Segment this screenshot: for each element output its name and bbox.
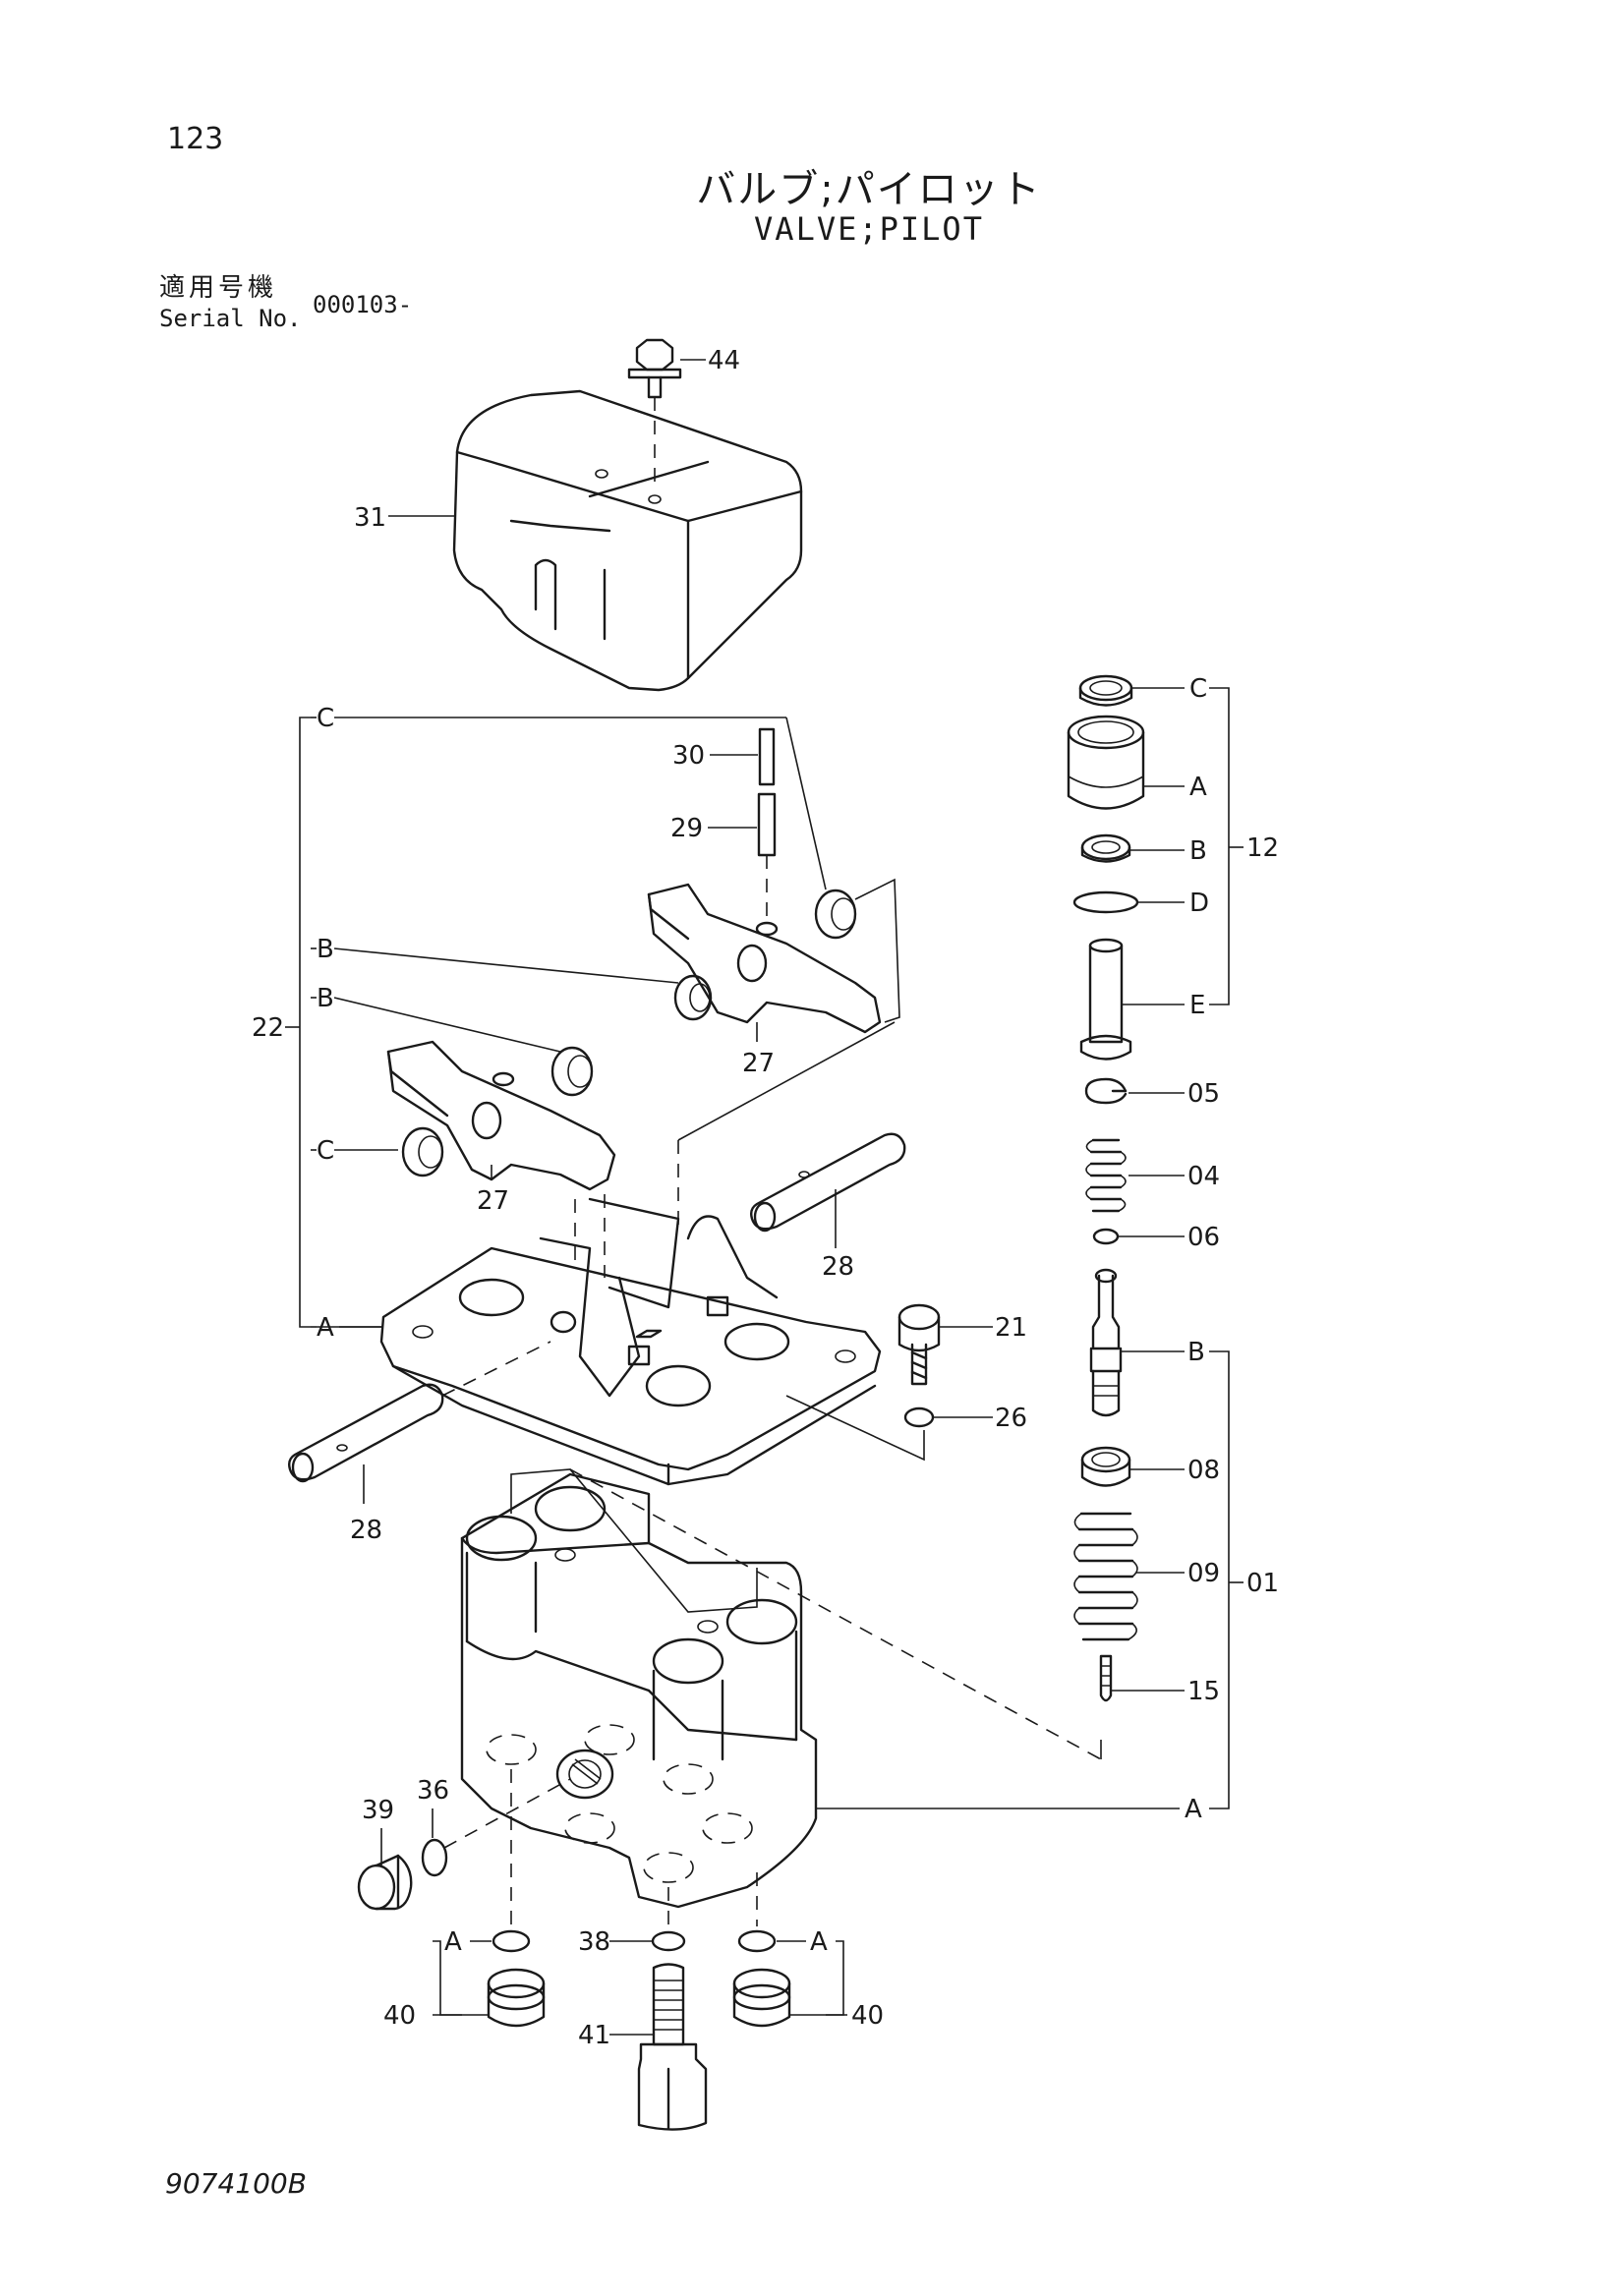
callout-44: 44 bbox=[708, 346, 740, 375]
label-12-E: E bbox=[1189, 991, 1205, 1020]
plug-40-left bbox=[433, 1968, 546, 2028]
callout-05: 05 bbox=[1187, 1079, 1220, 1109]
callout-39: 39 bbox=[362, 1796, 394, 1825]
callout-41: 41 bbox=[578, 2021, 610, 2050]
cam-27-upper bbox=[647, 878, 900, 1042]
drawing-number: 9074100B bbox=[165, 2167, 307, 2200]
seal-A-right bbox=[737, 1929, 844, 2016]
serial-label-japanese: 適用号機 bbox=[159, 273, 278, 303]
callout-40-right: 40 bbox=[851, 2001, 884, 2031]
callout-21: 21 bbox=[995, 1313, 1027, 1343]
callout-22: 22 bbox=[252, 1013, 284, 1043]
bolt-21 bbox=[897, 1303, 993, 1386]
washer-26 bbox=[785, 1395, 993, 1462]
callout-26: 26 bbox=[995, 1404, 1027, 1433]
title-english: VALVE;PILOT bbox=[754, 210, 984, 248]
oring-38 bbox=[609, 1930, 686, 1952]
pin-28-right bbox=[749, 1132, 906, 1248]
callout-12: 12 bbox=[1246, 833, 1279, 863]
label-22-B-upper: B bbox=[317, 935, 334, 964]
pin-29 bbox=[708, 792, 777, 924]
callout-09: 09 bbox=[1187, 1559, 1220, 1588]
cam-27-lower bbox=[386, 1040, 616, 1191]
label-12-D: D bbox=[1189, 889, 1209, 918]
callout-04: 04 bbox=[1187, 1162, 1220, 1191]
label-12-A: A bbox=[1189, 773, 1207, 802]
title-japanese: バルブ;パイロット bbox=[696, 167, 1042, 212]
washer-06 bbox=[1092, 1228, 1185, 1245]
plate-holder bbox=[317, 1021, 896, 1486]
callout-01: 01 bbox=[1246, 1569, 1279, 1598]
seat-08 bbox=[1080, 1446, 1185, 1487]
snap-ring-05 bbox=[1084, 1077, 1185, 1105]
label-22-A: A bbox=[317, 1313, 334, 1343]
bolt-44 bbox=[627, 338, 706, 491]
spring-09 bbox=[1073, 1512, 1185, 1641]
page-number: 123 bbox=[167, 122, 224, 156]
fitting-41 bbox=[609, 1963, 708, 2131]
oring-36 bbox=[421, 1778, 571, 1877]
pin-28-left bbox=[287, 1341, 551, 1504]
callout-28-right: 28 bbox=[822, 1252, 854, 1282]
label-01-A: A bbox=[1185, 1795, 1202, 1824]
label-22-B-lower: B bbox=[317, 984, 334, 1013]
callout-38: 38 bbox=[578, 1927, 610, 1957]
cover-31 bbox=[388, 389, 803, 692]
bushing-12-A bbox=[1067, 715, 1185, 810]
spring-04 bbox=[1085, 1138, 1185, 1213]
plug-39 bbox=[357, 1828, 413, 1911]
callout-30: 30 bbox=[672, 741, 705, 771]
label-A-bottom-left: A bbox=[444, 1927, 462, 1957]
callout-06: 06 bbox=[1187, 1223, 1220, 1252]
label-22-C-top: C bbox=[317, 704, 334, 733]
valve-body bbox=[460, 1468, 1180, 1909]
seal-12-C bbox=[1078, 674, 1185, 707]
callout-27-lower: 27 bbox=[477, 1186, 509, 1216]
callout-15: 15 bbox=[1187, 1677, 1220, 1706]
pin-15 bbox=[1099, 1654, 1185, 1702]
bracket-01 bbox=[1209, 1350, 1230, 1809]
callout-31: 31 bbox=[354, 503, 386, 533]
callout-27-upper: 27 bbox=[742, 1049, 775, 1078]
callout-36: 36 bbox=[417, 1776, 449, 1806]
serial-value: 000103- bbox=[313, 291, 413, 318]
label-22-C-bottom: C bbox=[317, 1136, 334, 1166]
label-12-B: B bbox=[1189, 836, 1207, 866]
plunger-12-E bbox=[1079, 938, 1185, 1061]
oring-12-D bbox=[1072, 890, 1185, 914]
callout-08: 08 bbox=[1187, 1456, 1220, 1485]
serial-label-english: Serial No. bbox=[159, 305, 302, 332]
callout-28-left: 28 bbox=[350, 1516, 382, 1545]
spool-01-B bbox=[1089, 1268, 1185, 1417]
plug-40-right bbox=[732, 1968, 847, 2028]
label-01-B: B bbox=[1187, 1338, 1205, 1367]
pin-30 bbox=[710, 727, 776, 786]
label-12-C: C bbox=[1189, 674, 1207, 704]
label-A-bottom-right: A bbox=[810, 1927, 828, 1957]
callout-40-left: 40 bbox=[383, 2001, 416, 2031]
seal-12-B bbox=[1080, 833, 1185, 863]
callout-29: 29 bbox=[670, 814, 703, 843]
